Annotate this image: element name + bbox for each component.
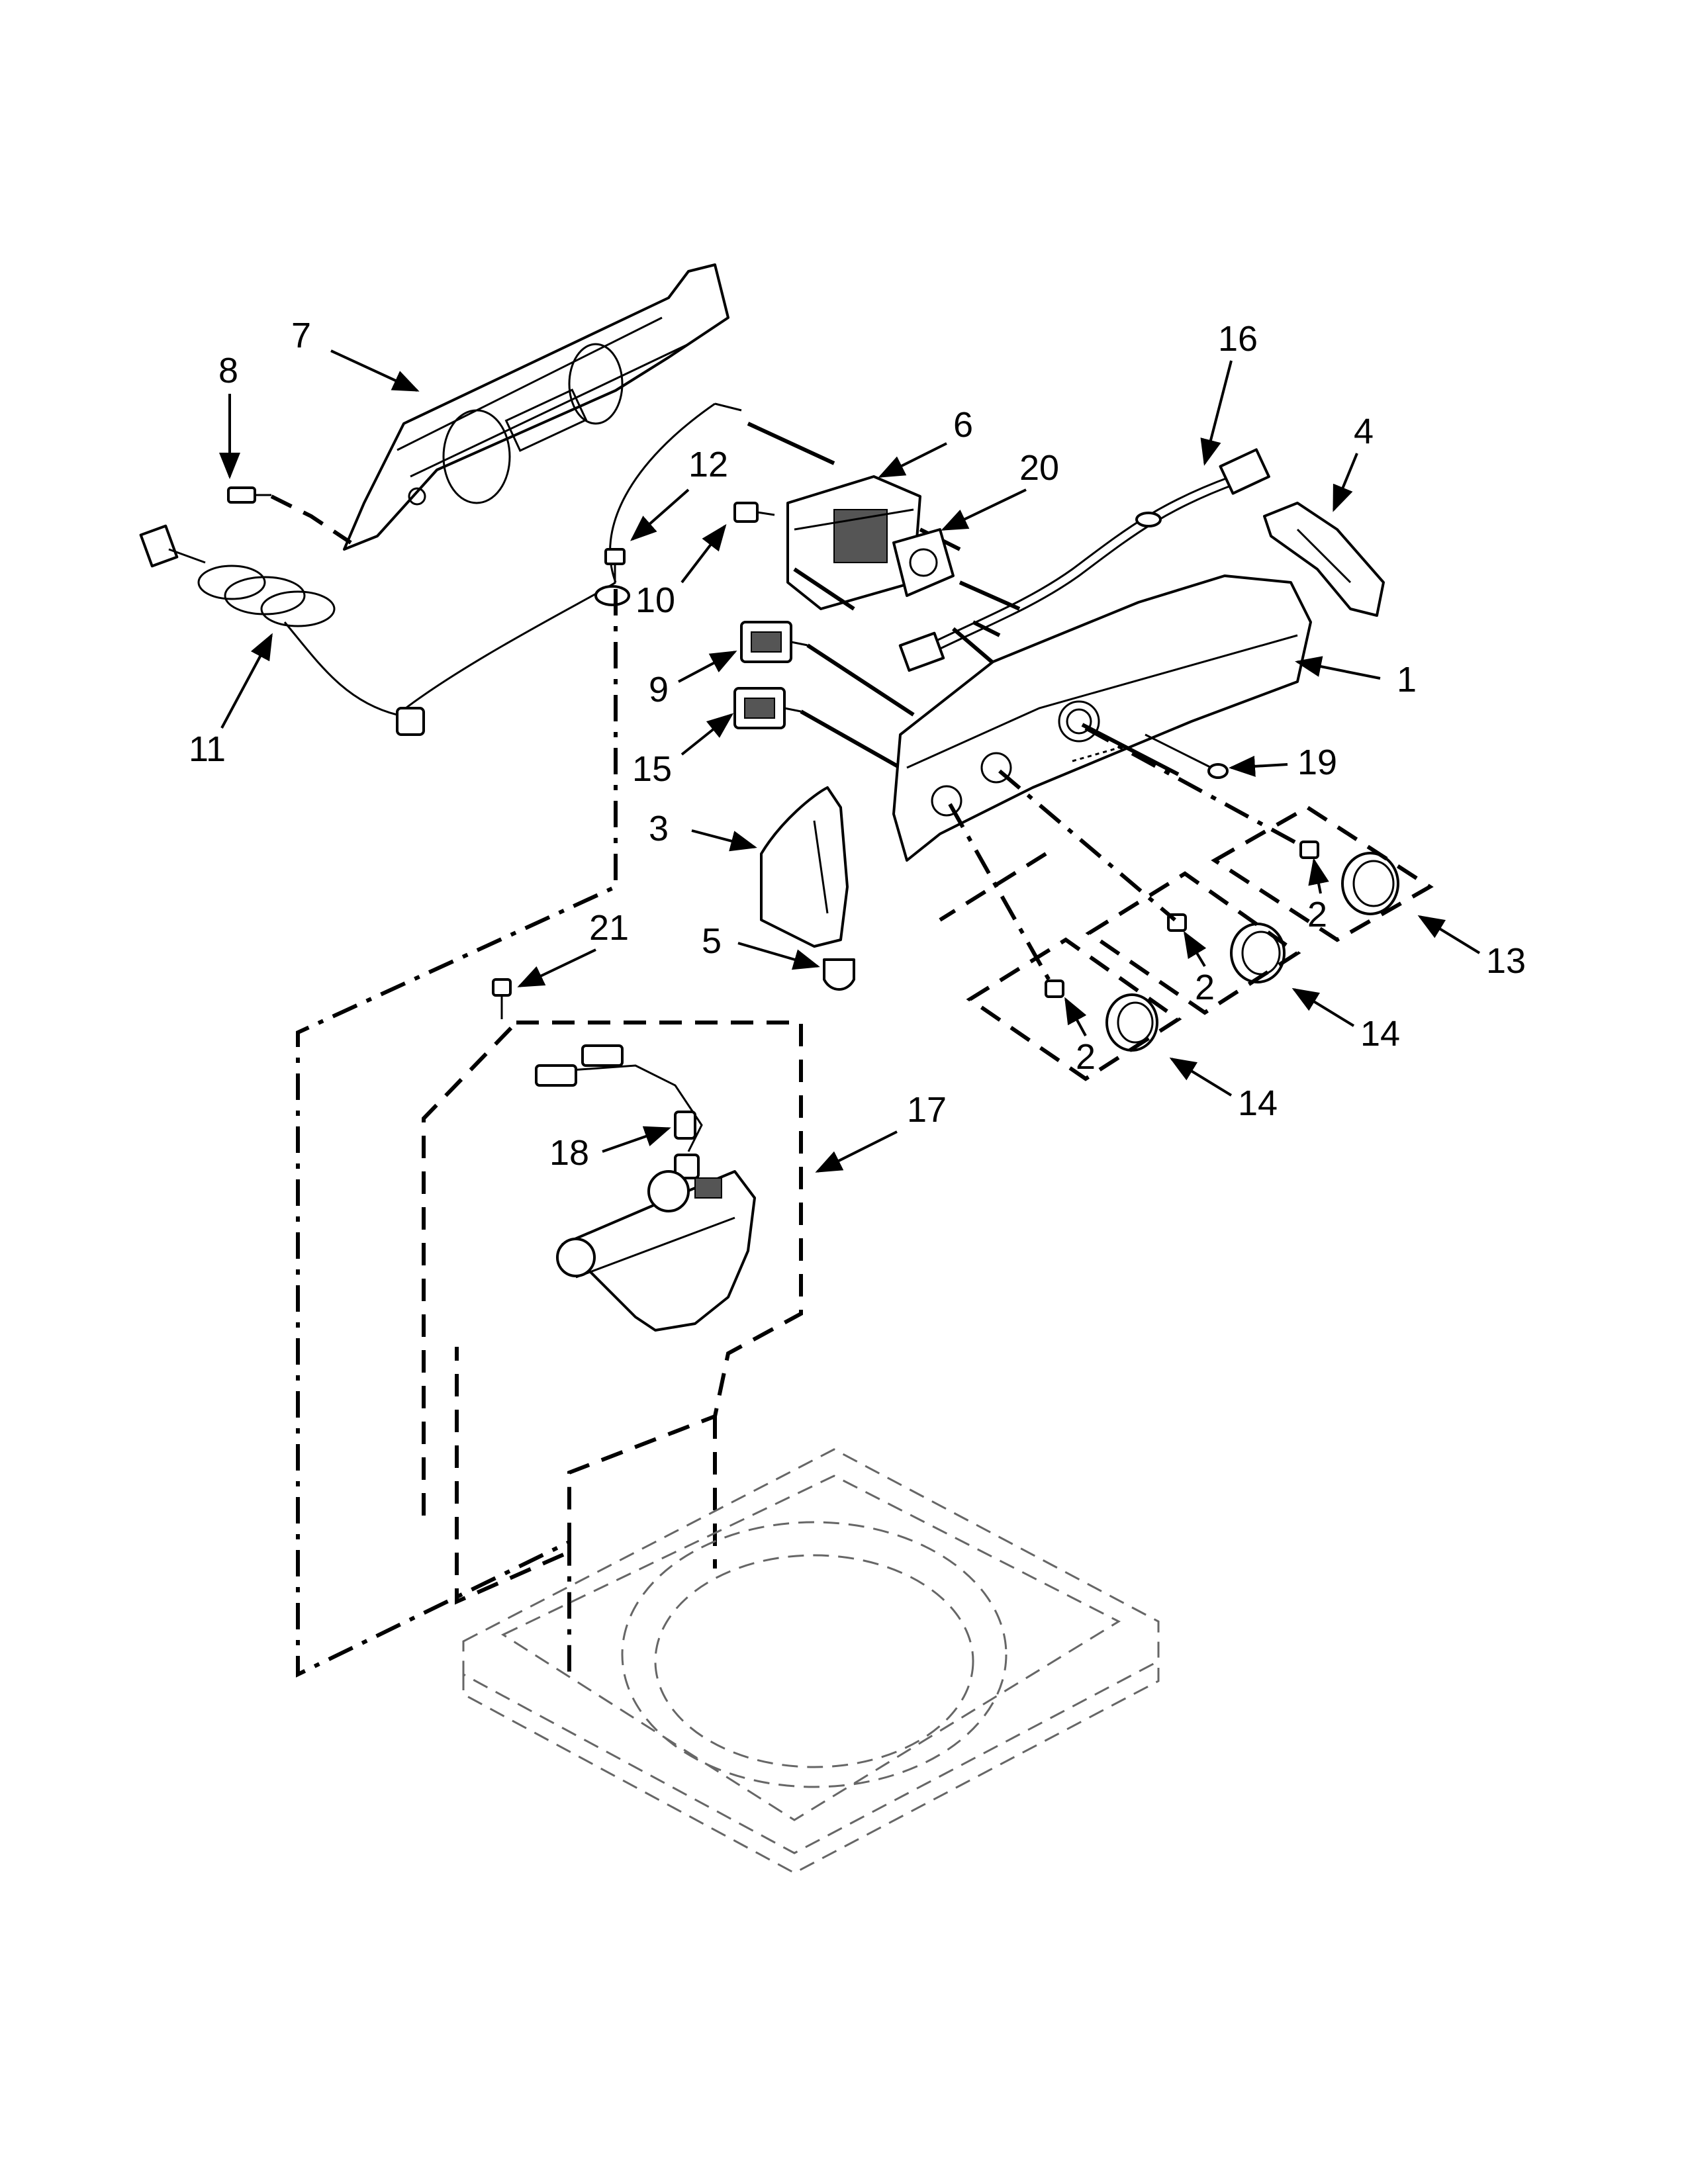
callout-label: 14	[1238, 1083, 1278, 1123]
callout-2-top: 2	[1307, 858, 1329, 934]
callout-6: 6	[878, 405, 973, 478]
callout-14-lower: 14	[1169, 1057, 1278, 1123]
callout-label: 2	[1195, 968, 1215, 1007]
part-cabinet-base-reference	[462, 1448, 1160, 1874]
part-screw-21	[492, 978, 512, 1019]
callout-label: 21	[589, 908, 629, 948]
callout-label: 12	[688, 445, 728, 484]
part-encoder-bracket	[892, 528, 955, 597]
part-switch-15	[733, 687, 802, 729]
part-console-rear-panel	[343, 263, 729, 551]
callout-15: 15	[632, 713, 734, 789]
callout-16: 16	[1200, 319, 1258, 466]
callout-17: 17	[815, 1090, 947, 1173]
callout-label: 2	[1076, 1037, 1096, 1077]
callout-label: 19	[1297, 743, 1337, 782]
callout-21: 21	[517, 908, 629, 987]
callout-5: 5	[702, 921, 820, 970]
callout-9: 9	[649, 651, 737, 709]
callout-label: 4	[1354, 412, 1374, 451]
callout-12: 12	[630, 445, 728, 541]
part-wire-harness	[898, 448, 1270, 672]
callout-label: 17	[907, 1090, 947, 1130]
callout-label: 8	[218, 351, 238, 390]
callout-label: 20	[1019, 448, 1059, 488]
callout-11: 11	[189, 633, 273, 769]
callout-2-middle: 2	[1183, 931, 1215, 1007]
callout-label: 7	[291, 316, 311, 355]
part-control-board	[786, 475, 921, 610]
callout-18: 18	[549, 1126, 671, 1173]
part-knob-14-lower	[1045, 979, 1158, 1052]
part-left-end-cap	[760, 786, 849, 948]
callout-label: 5	[702, 921, 722, 961]
callout-4: 4	[1333, 412, 1374, 512]
callout-label: 13	[1486, 941, 1526, 981]
part-screw-8	[227, 486, 271, 504]
callout-label: 15	[632, 749, 672, 789]
part-clip-5	[823, 958, 855, 991]
part-power-cord	[139, 402, 742, 736]
part-right-end-cap	[1263, 502, 1385, 617]
callout-8: 8	[218, 351, 240, 479]
callout-label: 10	[635, 580, 675, 620]
callout-19: 19	[1229, 743, 1337, 782]
callout-label: 9	[649, 670, 669, 709]
callout-13: 13	[1417, 915, 1526, 981]
callout-label: 14	[1360, 1014, 1400, 1054]
callout-14-upper: 14	[1291, 987, 1400, 1054]
callout-2-bottom: 2	[1064, 997, 1096, 1077]
callout-20: 20	[941, 448, 1059, 531]
part-ground-screw	[604, 548, 626, 582]
callout-label: 11	[189, 729, 226, 769]
part-console	[892, 574, 1312, 862]
callout-label: 18	[549, 1133, 589, 1173]
part-pump-17	[556, 1170, 756, 1332]
callout-label: 3	[649, 809, 669, 848]
callout-label: 1	[1397, 660, 1417, 700]
callout-1: 1	[1295, 656, 1417, 700]
callout-label: 16	[1218, 319, 1258, 359]
part-clip-19	[1145, 733, 1229, 779]
part-wire-harness-18	[535, 1044, 703, 1179]
callout-3: 3	[649, 809, 757, 852]
part-knob-13	[1299, 841, 1399, 915]
callout-label: 6	[953, 405, 973, 445]
callout-7: 7	[291, 316, 420, 392]
part-screw-10	[733, 502, 775, 523]
callout-label: 2	[1307, 895, 1327, 934]
part-switch-9	[740, 621, 808, 663]
callout-10: 10	[635, 523, 727, 620]
